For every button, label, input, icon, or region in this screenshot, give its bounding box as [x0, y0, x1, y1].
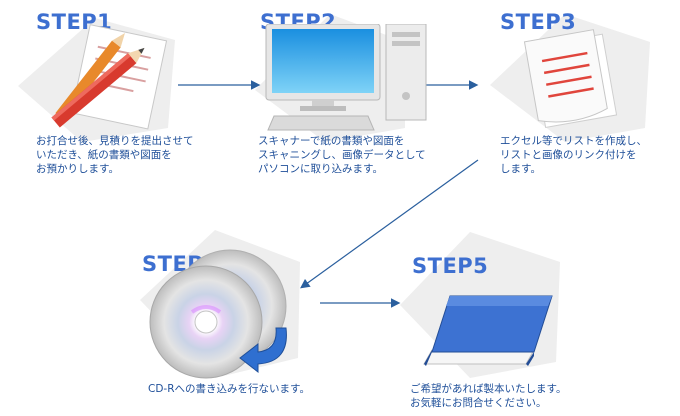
step3-line: リストと画像のリンク付けを: [500, 149, 637, 161]
step2-description: スキャナーで紙の書類や図面を スキャニングし、画像データとして パソコンに取り込…: [258, 134, 426, 176]
step1-line: お預かりします。: [36, 163, 119, 175]
document-list-icon: [523, 29, 618, 129]
pencil-paper-icon: [51, 24, 168, 130]
cd-disc-icon: [149, 249, 287, 379]
step4-description: CD-Rへの書き込みを行ないます。: [148, 382, 310, 396]
step3-title: STEP3: [500, 10, 577, 34]
step4-line: CD-Rへの書き込みを行ないます。: [148, 383, 310, 395]
step1-line: お打合せ後、見積りを提出させて: [36, 135, 194, 147]
step2-line: パソコンに取り込みます。: [258, 163, 383, 175]
step3-line: します。: [500, 163, 541, 175]
step5-description: ご希望があれば製本いたします。 お気軽にお問合せください。: [410, 382, 566, 410]
step1-line: いただき、紙の書類や図面を: [36, 149, 172, 161]
computer-icon: [265, 24, 427, 131]
step1-description: お打合せ後、見積りを提出させて いただき、紙の書類や図面を お預かりします。: [36, 134, 194, 176]
step5-line: ご希望があれば製本いたします。: [410, 383, 567, 395]
arrow-step3-step4: [300, 159, 479, 289]
step3-line: エクセル等でリストを作成し、: [500, 135, 647, 147]
step2-line: スキャニングし、画像データとして: [258, 149, 426, 161]
step5-line: お気軽にお問合せください。: [410, 397, 547, 409]
book-icon: [423, 295, 553, 366]
step3-description: エクセル等でリストを作成し、 リストと画像のリンク付けを します。: [500, 134, 647, 176]
step2-line: スキャナーで紙の書類や図面を: [258, 135, 405, 147]
step5-title: STEP5: [412, 254, 489, 278]
